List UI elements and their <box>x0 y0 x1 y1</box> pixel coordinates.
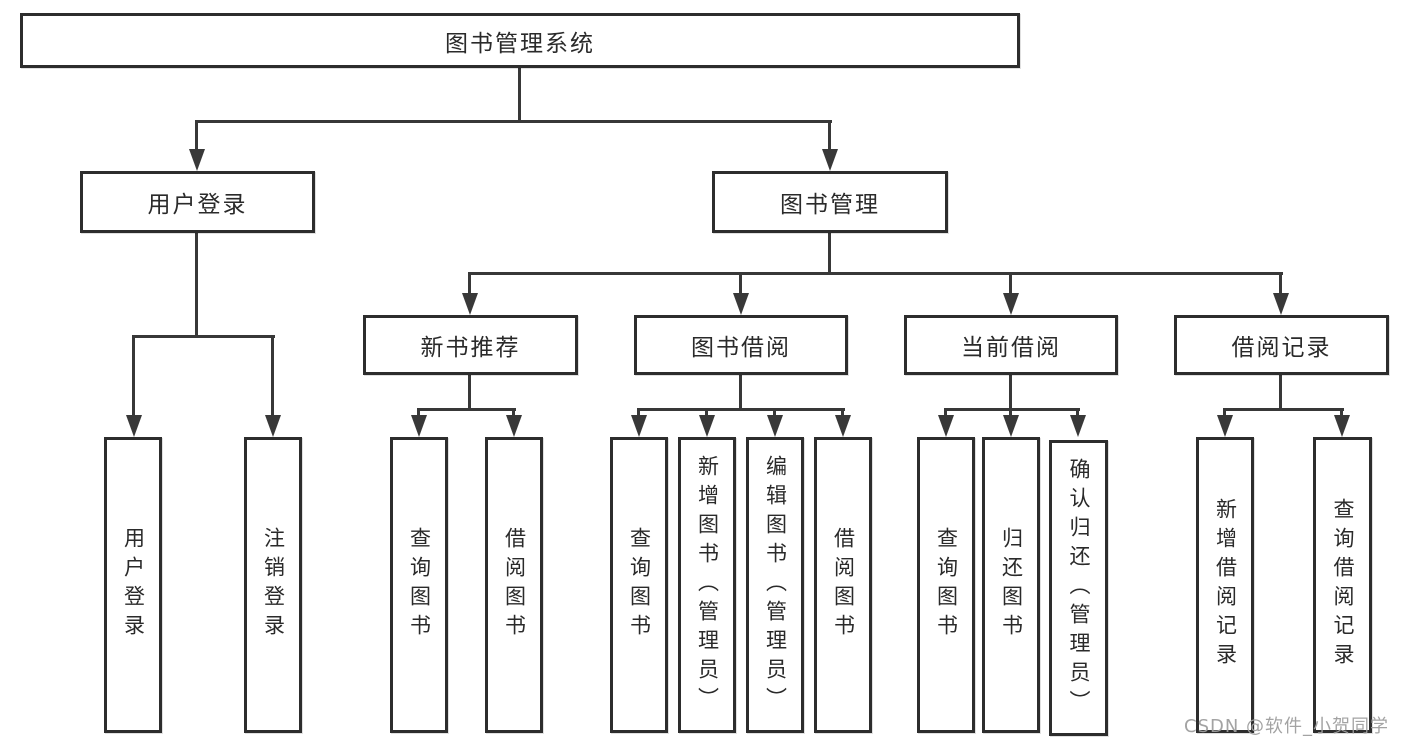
leaf-bb-borrow-book: 借阅图书 <box>814 437 872 733</box>
node-book-borrow: 图书借阅 <box>634 315 848 375</box>
arrowhead-down-icon <box>1334 415 1350 437</box>
connector-line <box>468 272 471 295</box>
leaf-cb-confirm-return-admin: 确认归还（管理员） <box>1049 440 1108 736</box>
connector-line <box>132 335 135 416</box>
connector-line <box>705 408 708 417</box>
arrowhead-down-icon <box>822 149 838 171</box>
leaf-bb-add-book-admin: 新增图书（管理员） <box>678 437 736 733</box>
connector-line <box>944 408 947 417</box>
node-new-book-recommend: 新书推荐 <box>363 315 578 375</box>
connector-line <box>739 375 742 408</box>
connector-line <box>841 408 844 417</box>
connector-line <box>828 120 831 152</box>
arrowhead-down-icon <box>631 415 647 437</box>
node-root-system: 图书管理系统 <box>20 13 1020 68</box>
leaf-br-add-record: 新增借阅记录 <box>1196 437 1254 733</box>
connector-line <box>468 272 1283 275</box>
connector-line <box>1223 408 1226 417</box>
leaf-cb-return-book: 归还图书 <box>982 437 1040 733</box>
arrowhead-down-icon <box>1003 293 1019 315</box>
arrowhead-down-icon <box>699 415 715 437</box>
arrowhead-down-icon <box>938 415 954 437</box>
leaf-nbr-query-book: 查询图书 <box>390 437 448 733</box>
connector-line <box>739 272 742 295</box>
connector-line <box>1223 408 1344 411</box>
arrowhead-down-icon <box>767 415 783 437</box>
connector-line <box>1340 408 1343 417</box>
connector-line <box>518 67 521 120</box>
connector-line <box>417 408 420 417</box>
leaf-cb-query-book: 查询图书 <box>917 437 975 733</box>
leaf-bb-edit-book-admin: 编辑图书（管理员） <box>746 437 804 733</box>
arrowhead-down-icon <box>265 415 281 437</box>
connector-line <box>1009 375 1012 408</box>
connector-line <box>195 120 832 123</box>
connector-line <box>828 233 831 272</box>
arrowhead-down-icon <box>1273 293 1289 315</box>
node-current-borrow: 当前借阅 <box>904 315 1118 375</box>
connector-line <box>637 408 640 417</box>
leaf-nbr-borrow-book: 借阅图书 <box>485 437 543 733</box>
leaf-user-login: 用户登录 <box>104 437 162 733</box>
arrowhead-down-icon <box>411 415 427 437</box>
node-borrow-record: 借阅记录 <box>1174 315 1389 375</box>
connector-line <box>773 408 776 417</box>
arrowhead-down-icon <box>1217 415 1233 437</box>
node-user-login-branch: 用户登录 <box>80 171 315 233</box>
arrowhead-down-icon <box>189 149 205 171</box>
connector-line <box>468 375 471 408</box>
csdn-watermark: CSDN @软件_小贺同学 <box>1184 716 1390 737</box>
arrowhead-down-icon <box>462 293 478 315</box>
arrowhead-down-icon <box>835 415 851 437</box>
arrowhead-down-icon <box>1003 415 1019 437</box>
arrowhead-down-icon <box>506 415 522 437</box>
connector-line <box>637 408 845 411</box>
connector-line <box>417 408 516 411</box>
connector-line <box>512 408 515 417</box>
connector-line <box>1009 272 1012 295</box>
connector-line <box>271 335 274 416</box>
node-book-management-branch: 图书管理 <box>712 171 948 233</box>
connector-line <box>132 335 275 338</box>
connector-line <box>195 233 198 335</box>
leaf-br-query-record: 查询借阅记录 <box>1313 437 1372 733</box>
connector-line <box>944 408 1080 411</box>
leaf-logout: 注销登录 <box>244 437 302 733</box>
arrowhead-down-icon <box>126 415 142 437</box>
arrowhead-down-icon <box>733 293 749 315</box>
leaf-bb-query-book: 查询图书 <box>610 437 668 733</box>
connector-line <box>195 120 198 152</box>
connector-line <box>1076 408 1079 417</box>
connector-line <box>1279 272 1282 295</box>
arrowhead-down-icon <box>1070 415 1086 437</box>
connector-line <box>1279 375 1282 408</box>
connector-line <box>1009 408 1012 417</box>
